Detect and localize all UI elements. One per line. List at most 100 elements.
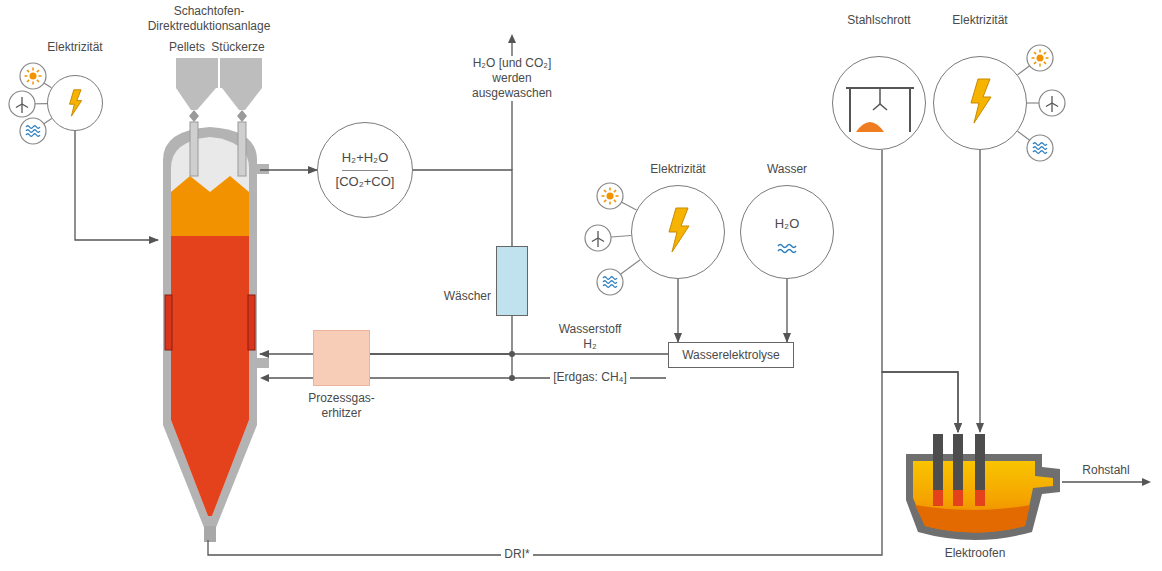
process-box: Prozessgas- erhitzer	[313, 330, 370, 386]
wind-blade	[21, 97, 22, 104]
water-icon	[603, 285, 617, 288]
output-label: Rohstahl	[1079, 463, 1132, 478]
lightning-bolt	[971, 79, 991, 123]
wind-blade	[16, 104, 22, 108]
icon-circle	[585, 225, 611, 251]
scrap-pile	[856, 122, 884, 132]
lightning-bolt	[669, 208, 689, 252]
gas-lines	[268, 42, 1142, 482]
circle-node: WasserH₂O	[740, 185, 834, 279]
heads	[260, 34, 1151, 486]
sun-ray	[25, 75, 28, 77]
icon-circle	[20, 118, 46, 144]
lightning-bolt	[70, 90, 82, 116]
hopper-cone	[222, 88, 262, 110]
crane-frame	[846, 88, 914, 132]
sun-ray	[609, 188, 611, 191]
water-symbol	[778, 245, 796, 248]
ore-hopper	[176, 58, 262, 88]
icon-circle	[20, 63, 46, 89]
flow-connector	[413, 170, 512, 246]
flow-connector	[260, 169, 317, 170]
sun-ray	[1034, 62, 1036, 64]
water-icon	[603, 277, 617, 280]
dri-outlet	[204, 526, 216, 542]
flow-connector	[786, 279, 787, 342]
sun-ray	[616, 195, 619, 197]
electrode	[933, 434, 943, 506]
furnace-label: Elektroofen	[945, 546, 1006, 561]
heating-bar	[165, 295, 172, 350]
gas-outlet	[257, 164, 269, 174]
sun-ray	[604, 200, 606, 202]
circle-node: H₂+H₂O[CO₂+CO]	[317, 122, 413, 218]
feed-valve	[237, 110, 247, 122]
gas-inlet	[257, 358, 269, 368]
water-icon	[26, 130, 40, 133]
hopper-divider	[218, 58, 220, 88]
arrow-head	[508, 34, 516, 43]
sun-ray	[609, 202, 611, 205]
icon-circle	[597, 269, 623, 295]
wind-blade	[598, 238, 604, 242]
input-label: Wasser	[767, 162, 807, 177]
water-icon	[603, 281, 617, 284]
wind-blade	[597, 231, 598, 238]
feed-label: Stückerze	[211, 40, 264, 55]
sun-ray	[32, 82, 34, 85]
sun-ray	[1044, 62, 1046, 64]
water-symbol	[778, 250, 796, 253]
ore-zone	[171, 176, 249, 236]
electric-furnace	[906, 434, 1060, 540]
molten-steel	[915, 505, 1030, 533]
feed-pipe	[190, 122, 198, 176]
sun-ray	[614, 190, 616, 192]
sun-ray	[37, 80, 39, 82]
sun-ray	[1034, 52, 1036, 54]
circle-node: Stahlschrott	[832, 56, 926, 150]
crane-rope	[879, 88, 881, 104]
sun-icon	[1037, 55, 1044, 62]
furnace-cavity	[171, 137, 249, 516]
electrode-arc	[975, 490, 985, 506]
flow-connector	[260, 353, 313, 354]
sun-ray	[1046, 57, 1049, 59]
sun-ray	[27, 80, 29, 82]
flow-connector	[370, 316, 512, 354]
sun-ray	[1044, 52, 1046, 54]
reduction-zone	[171, 236, 249, 516]
water-icon	[26, 134, 40, 137]
feed-valve	[189, 110, 199, 122]
electrode-arc	[953, 490, 963, 506]
energy-label: Elektrizität	[952, 13, 1007, 28]
scrap-crane	[846, 88, 914, 132]
sun-ray	[37, 70, 39, 72]
equipment-node: Elektroofen	[905, 432, 1045, 540]
crane-claw	[873, 104, 887, 110]
wind-blade	[1052, 103, 1058, 107]
scrubber-label: Wäscher	[444, 289, 491, 304]
flow-connector	[75, 131, 158, 240]
energy-label: Elektrizität	[650, 162, 705, 177]
input-label: Stahlschrott	[847, 13, 910, 28]
sun-ray	[39, 75, 42, 77]
flow-connector	[979, 150, 980, 432]
wind-mast	[1051, 103, 1052, 112]
heater-label: Prozessgas- erhitzer	[302, 391, 382, 421]
edge-label: DRI*	[501, 547, 532, 562]
process-box: Wasserelektrolyse	[682, 348, 780, 363]
water-icon	[26, 126, 40, 129]
sun-ray	[604, 190, 606, 192]
sun-icon	[30, 73, 37, 80]
heating-bar	[248, 295, 255, 350]
feed-label: Pellets	[169, 40, 205, 55]
energy-label: Elektrizität	[47, 40, 102, 55]
water-formula: H₂O	[775, 216, 800, 232]
process-box: Wäscher	[496, 246, 528, 316]
circle-node: Elektrizität	[47, 75, 103, 131]
water-icon	[1033, 151, 1047, 154]
sun-ray	[614, 200, 616, 202]
